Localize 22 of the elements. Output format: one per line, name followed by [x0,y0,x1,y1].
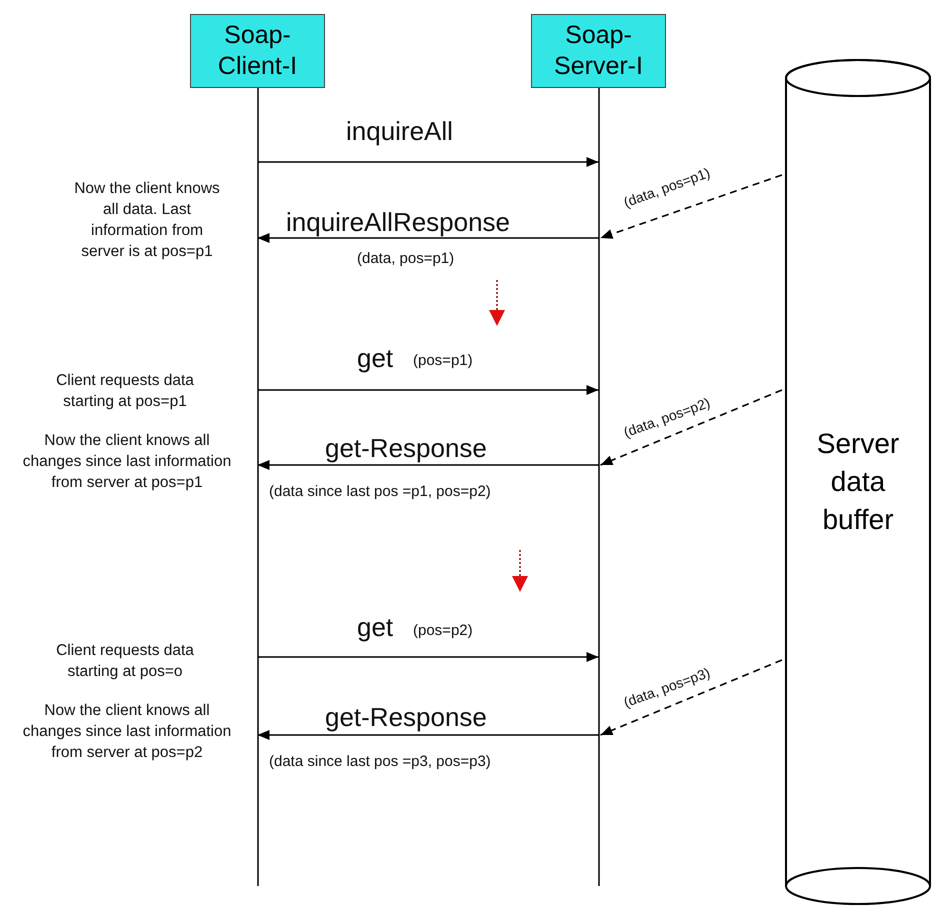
dashed-arrow [600,389,782,466]
arrow [258,385,598,395]
note-text: Client requests data starting at pos=o [55,641,195,682]
note-text: Client requests data starting at pos=p1 [55,371,195,412]
dashed-arrow [600,174,782,239]
message-parameters: (data, pos=p1) [355,250,456,267]
note-text: Now the client knows all changes since last information from server at pos=p2 [22,701,232,763]
note-text: Now the client knows all data. Last information from server is at pos=p1 [73,179,221,262]
note-text: Now the client knows all changes since last information from server at pos=p1 [22,431,232,493]
arrow [258,652,598,662]
arrow [258,157,598,167]
arrow [258,460,598,470]
dashed-arrow [600,659,782,736]
node-label: Server data buffer [816,427,900,537]
participant-box: Soap-Client-I [190,14,325,88]
message-parameters: (data since last pos =p3, pos=p3) [267,753,493,770]
arrow [258,730,598,740]
message-parameters: (pos=p2) [411,622,475,639]
message-parameters: (pos=p1) [411,352,475,369]
arrow [258,233,598,243]
participant-box: Soap-Server-I [531,14,666,88]
message-parameters: (data since last pos =p1, pos=p2) [267,483,493,500]
